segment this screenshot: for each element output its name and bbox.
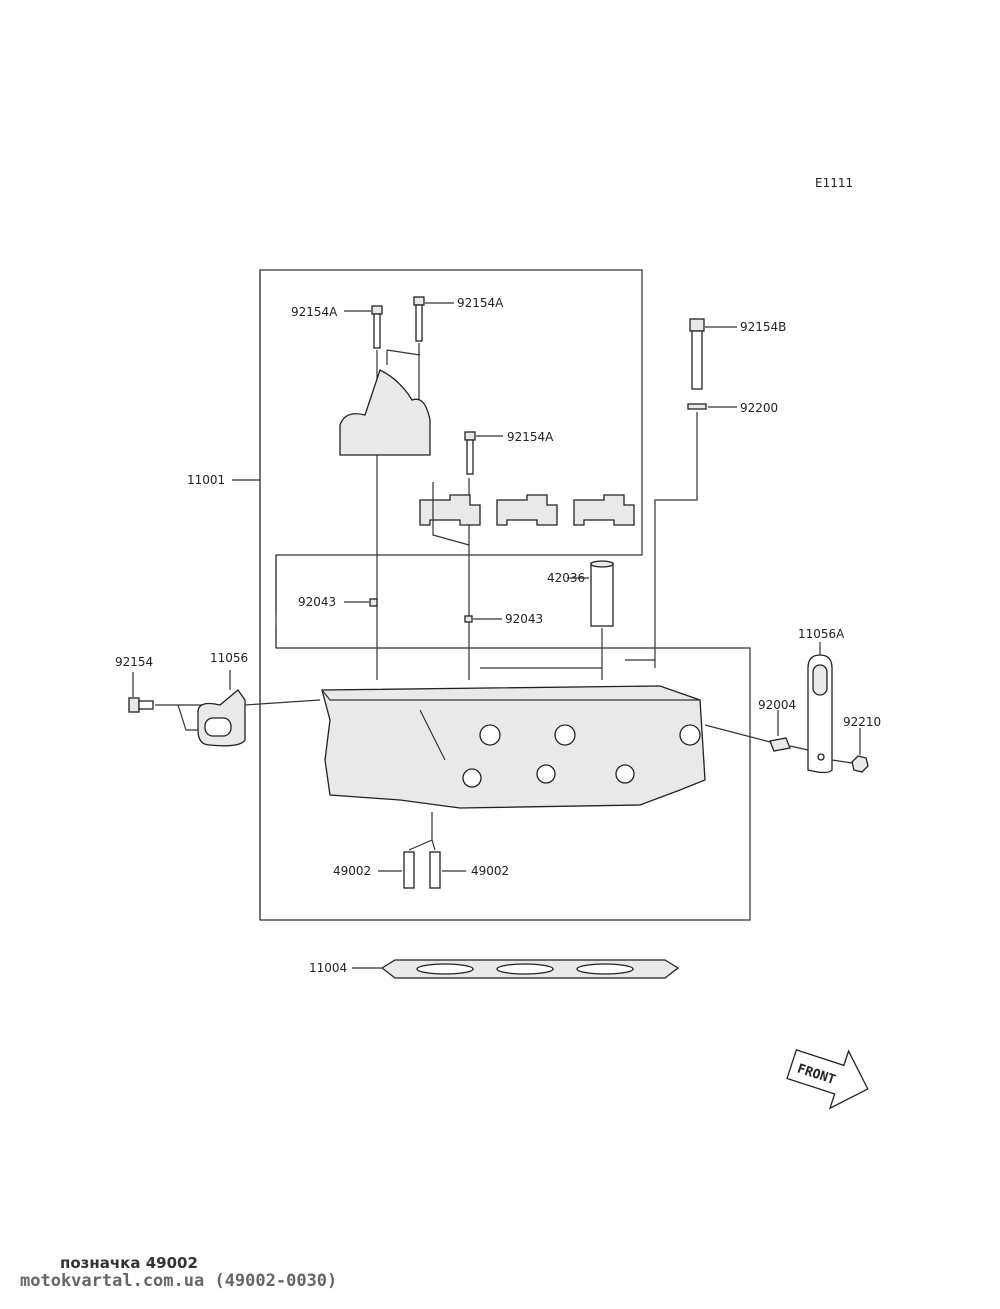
pipe-42036[interactable] xyxy=(567,560,614,680)
cam-chain-guide-cover[interactable] xyxy=(339,369,431,456)
diagram-code: E1111 xyxy=(815,176,853,190)
bolt-92154a-1[interactable] xyxy=(344,305,383,680)
label-11056: 11056 xyxy=(210,651,248,665)
label-49002-1: 49002 xyxy=(333,864,371,878)
camshaft-caps[interactable] xyxy=(419,482,635,546)
label-92154a-3: 92154A xyxy=(507,430,554,444)
front-arrow-icon: FRONT xyxy=(786,1049,869,1110)
label-92210: 92210 xyxy=(843,715,881,729)
label-92154: 92154 xyxy=(115,655,153,669)
site-watermark: motokvartal.com.ua (49002-0030) xyxy=(20,1271,338,1291)
label-11001: 11001 xyxy=(187,473,225,487)
dowel-pin-92043-1[interactable] xyxy=(369,598,378,607)
label-42036: 42036 xyxy=(547,571,585,585)
valve-guides-49002[interactable] xyxy=(378,812,466,889)
label-92043-1: 92043 xyxy=(298,595,336,609)
nut-92210[interactable] xyxy=(831,728,869,773)
bolt-92154b[interactable] xyxy=(689,318,737,390)
label-92004: 92004 xyxy=(758,698,796,712)
label-49002-2: 49002 xyxy=(471,864,509,878)
label-92154b: 92154B xyxy=(740,320,786,334)
label-92200: 92200 xyxy=(740,401,778,415)
label-92154a-1: 92154A xyxy=(291,305,338,319)
bolt-92154a-3[interactable] xyxy=(464,431,503,680)
assembly-frame xyxy=(232,269,751,921)
bracket-11056a[interactable] xyxy=(807,642,833,774)
designation-caption: позначка 49002 xyxy=(60,1254,198,1272)
cylinder-head[interactable] xyxy=(321,659,706,809)
stud-92004[interactable] xyxy=(704,710,809,752)
dowel-pin-92043-2[interactable] xyxy=(464,615,473,623)
head-gasket-11004[interactable] xyxy=(352,959,680,979)
label-92043-2: 92043 xyxy=(505,612,543,626)
label-11004: 11004 xyxy=(309,961,347,975)
bracket-11056[interactable] xyxy=(197,670,321,747)
label-11056a: 11056A xyxy=(798,627,845,641)
washer-92200[interactable] xyxy=(654,403,737,668)
label-92154a-2: 92154A xyxy=(457,296,504,310)
